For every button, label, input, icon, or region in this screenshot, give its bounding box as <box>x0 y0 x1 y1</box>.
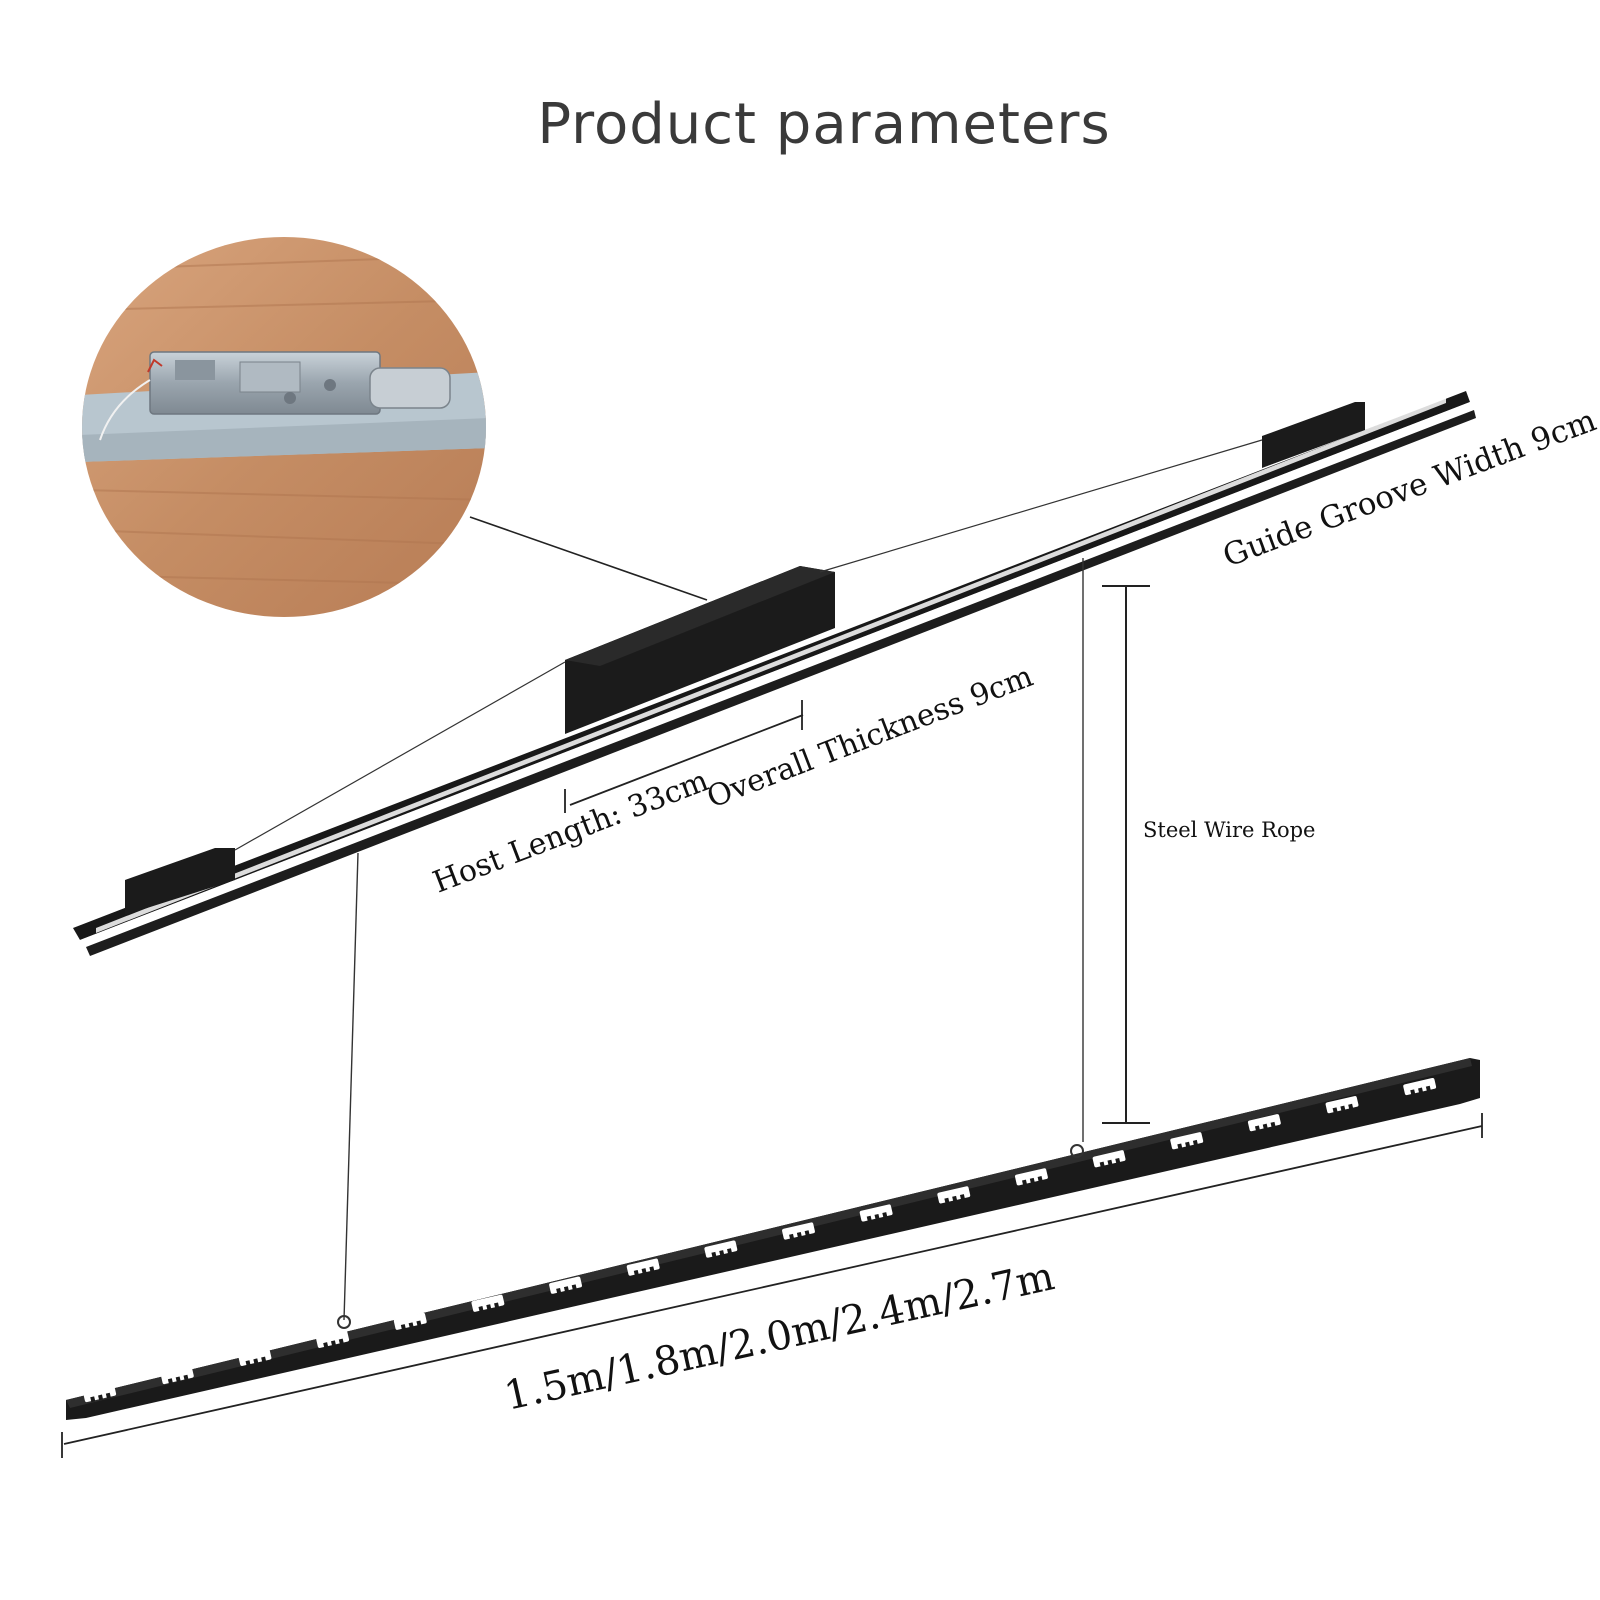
host-length-dimension <box>564 700 804 813</box>
motor-body <box>149 351 451 415</box>
hook-slot <box>704 1240 738 1258</box>
hook-slot <box>1170 1132 1204 1150</box>
hook-slot <box>160 1366 194 1385</box>
hook-slot <box>1014 1168 1048 1186</box>
inset-pointer-line <box>469 516 708 601</box>
hook-slot <box>549 1276 582 1294</box>
end-cap-left <box>125 848 235 915</box>
rod-length-dimension <box>61 1113 1483 1458</box>
hook-slot <box>782 1222 815 1240</box>
page-title: Product parameters <box>537 92 1111 157</box>
hook-slot <box>238 1348 272 1367</box>
hook-slot <box>859 1204 893 1222</box>
hook-slot <box>1403 1077 1437 1096</box>
hook-slot <box>83 1384 117 1403</box>
upper-rail <box>73 391 1476 956</box>
steel-wire-left <box>343 852 359 1321</box>
hook-slot <box>316 1330 350 1348</box>
steel-wire-dimension <box>1102 585 1150 1124</box>
hook-slot <box>471 1294 505 1312</box>
hook-loop-right <box>1070 1144 1084 1158</box>
top-guide-line-right <box>819 439 1263 573</box>
top-guide-line-left <box>234 661 566 851</box>
hook-slot <box>1092 1150 1126 1168</box>
hook-slot <box>626 1258 660 1276</box>
hook-slot <box>1325 1096 1359 1114</box>
rod-hook-slots <box>83 1077 1437 1403</box>
motor-photo-inset <box>82 237 486 617</box>
drying-rod <box>66 1058 1480 1420</box>
hook-slot <box>393 1312 427 1330</box>
steel-wire-label: Steel Wire Rope <box>1143 818 1315 842</box>
end-cap-right <box>1262 402 1365 468</box>
wire <box>99 379 151 441</box>
hook-slot <box>937 1186 971 1204</box>
hook-loop-left <box>337 1315 351 1329</box>
motor-housing <box>565 566 835 734</box>
hook-slot <box>1247 1114 1281 1132</box>
